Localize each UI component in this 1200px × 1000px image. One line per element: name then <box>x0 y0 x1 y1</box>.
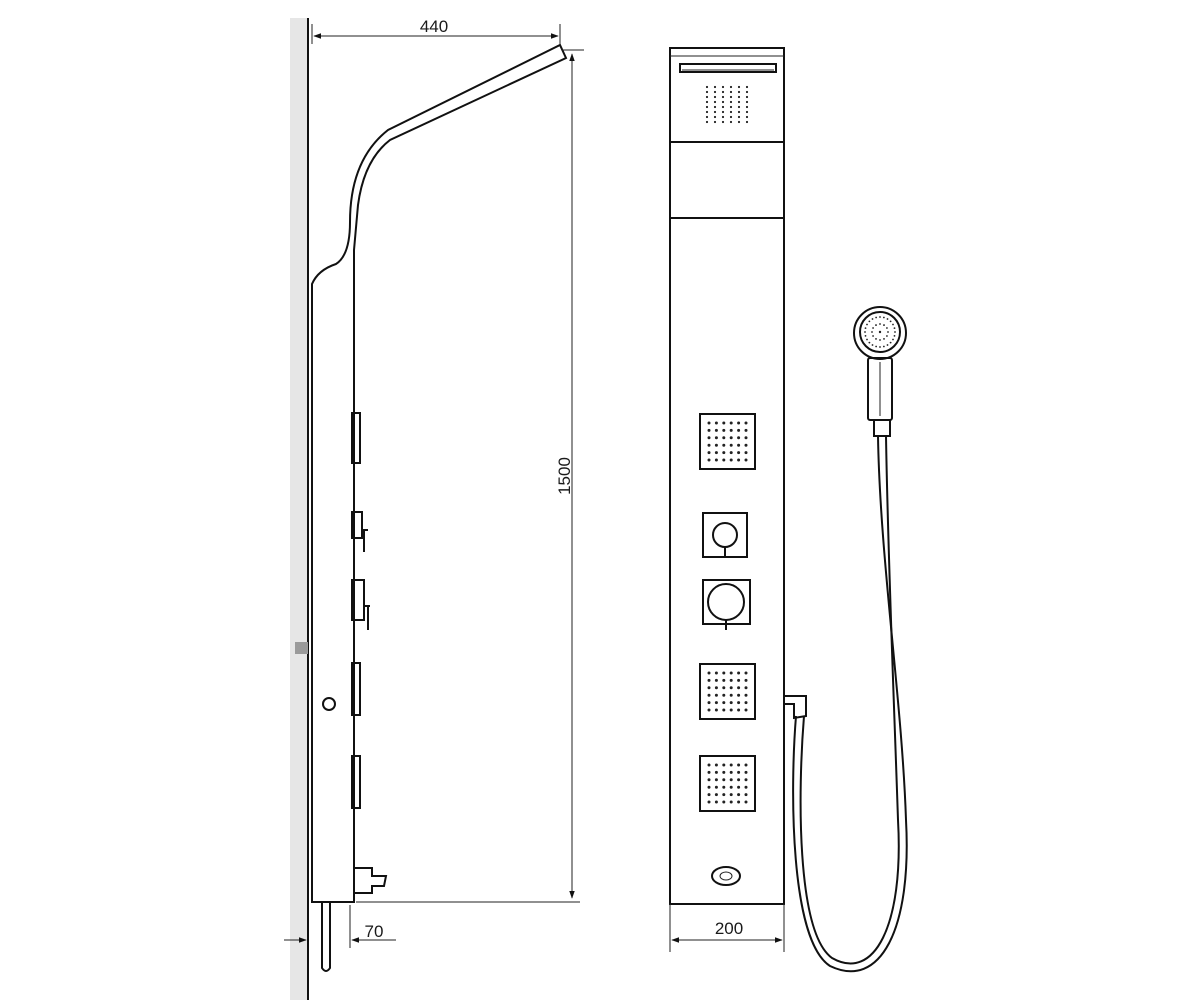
front-head-section <box>669 47 785 143</box>
front-band-section <box>669 141 785 219</box>
side-panel-outline <box>311 43 568 903</box>
side-view: 440 1500 70 <box>284 17 584 1000</box>
waterfall-outlet <box>679 63 777 73</box>
wall <box>290 18 308 1000</box>
side-large-valve <box>351 579 365 621</box>
hand-shower-head <box>853 306 907 360</box>
dim-1500-label: 1500 <box>555 457 574 495</box>
shower-hose-outer <box>792 435 908 973</box>
wall-bracket <box>295 642 308 654</box>
shower-hose-inner <box>799 435 900 965</box>
mixer-knob <box>702 579 751 630</box>
side-jet-lower-1 <box>351 662 361 716</box>
hose-connector-fitting <box>784 695 807 720</box>
side-small-valve <box>351 511 363 539</box>
dim-200-label: 200 <box>715 919 743 938</box>
body-jet-top <box>699 413 756 470</box>
dim-70-label: 70 <box>365 922 384 941</box>
side-bottom-pipe <box>321 902 331 972</box>
rain-shower-nozzles <box>705 85 749 124</box>
hand-shower-hose-nut <box>873 419 891 437</box>
body-jet-middle <box>699 663 756 720</box>
hand-shower-nozzles <box>864 316 896 348</box>
side-jet-upper <box>351 412 361 464</box>
side-jet-lower-2 <box>351 755 361 809</box>
front-main-body <box>669 217 785 905</box>
side-hose-connector <box>322 697 336 711</box>
hand-shower-face <box>859 311 901 353</box>
front-spout <box>711 866 741 886</box>
front-view: 200 <box>669 47 807 952</box>
hand-shower-assembly <box>792 306 908 973</box>
diverter-knob <box>702 512 748 558</box>
side-spout <box>354 867 388 894</box>
body-jet-bottom <box>699 755 756 812</box>
dim-440-label: 440 <box>420 17 448 36</box>
